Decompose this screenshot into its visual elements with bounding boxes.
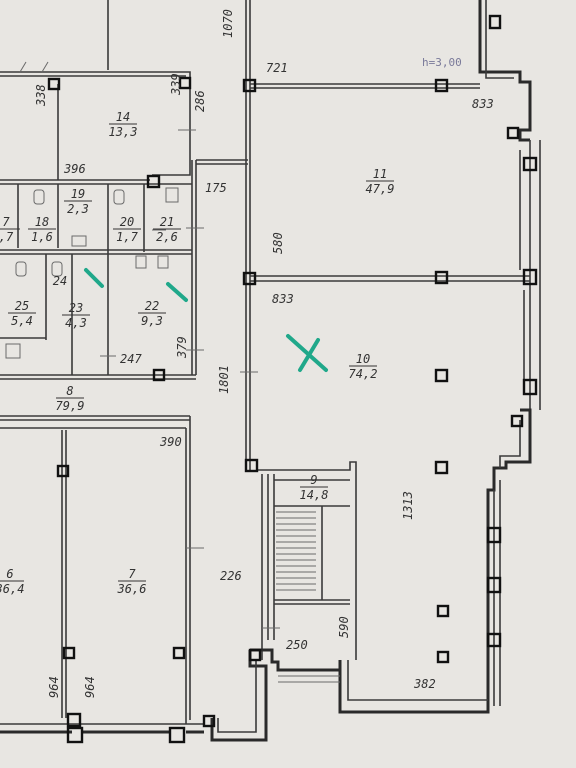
room-19-label: 192,3: [64, 187, 92, 216]
room-18-label: 181,6: [28, 215, 56, 244]
walls: [0, 0, 541, 742]
dim-580: 580: [271, 232, 285, 254]
room-20-label: 201,7: [113, 215, 141, 244]
dim-964-b: 964: [83, 676, 97, 698]
room-21-area: 2,6: [156, 230, 178, 244]
room-18-area: 1,6: [31, 230, 53, 244]
room-25-number: 25: [15, 299, 29, 313]
dim-833-mid: 833: [272, 292, 294, 306]
room-24-label: 24: [53, 274, 67, 288]
room-14-area: 13,3: [109, 125, 138, 139]
room-7-area: 36,6: [117, 582, 147, 596]
dim-286: 286: [193, 90, 207, 112]
room-6-number: 6: [6, 567, 13, 581]
room-23-area: 4,3: [65, 316, 87, 330]
room-7a-number: 7: [2, 215, 10, 229]
room-22-number: 22: [145, 299, 159, 313]
dim-833-top: 833: [472, 97, 494, 111]
room-10-number: 10: [356, 352, 370, 366]
room-labels: 1413,31147,9192,3181,6201,7212,67,724255…: [0, 110, 394, 596]
room-10-area: 74,2: [349, 367, 378, 381]
room-6-area: 36,4: [0, 582, 24, 596]
room-21-number: 21: [160, 215, 174, 229]
dim-1801: 1801: [217, 365, 231, 394]
room-7-number: 7: [128, 567, 136, 581]
room-18-number: 18: [35, 215, 49, 229]
room-7a-label: 7,7: [0, 215, 20, 244]
room-22-label: 229,3: [138, 299, 166, 328]
dim-382: 382: [413, 677, 436, 691]
dim-247: 247: [120, 352, 142, 366]
room-19-area: 2,3: [67, 202, 89, 216]
room-11-area: 47,9: [366, 182, 395, 196]
room-23-label: 234,3: [62, 301, 90, 330]
room-20-area: 1,7: [116, 230, 138, 244]
room-19-number: 19: [71, 187, 85, 201]
dim-1313: 1313: [401, 491, 415, 520]
dim-390: 390: [159, 435, 182, 449]
dim-338: 338: [34, 84, 48, 107]
room-7-label: 736,6: [117, 567, 147, 596]
dim-590: 590: [337, 616, 351, 638]
ceiling-height-note: h=3,00: [422, 56, 462, 69]
dim-339: 339: [169, 73, 183, 96]
dim-379: 379: [175, 336, 189, 359]
dimension-labels: 7218333961758332473902262503821070338339…: [34, 9, 494, 698]
room-6-label: 636,4: [0, 567, 24, 596]
dim-175: 175: [205, 181, 227, 195]
room-8-number: 8: [66, 384, 73, 398]
room-25-area: 5,4: [11, 314, 33, 328]
room-22-area: 9,3: [141, 314, 163, 328]
room-24-number: 24: [53, 274, 67, 288]
stamp-marks: [84, 268, 328, 372]
room-8-label: 879,9: [56, 384, 85, 413]
room-14-number: 14: [116, 110, 130, 124]
dim-396: 396: [63, 162, 86, 176]
dim-721: 721: [266, 61, 288, 75]
room-7a-area: ,7: [0, 230, 14, 244]
room-8-area: 79,9: [56, 399, 85, 413]
room-9-label: 914,8: [300, 473, 329, 502]
room-9-area: 14,8: [300, 488, 329, 502]
room-25-label: 255,4: [8, 299, 36, 328]
dim-226: 226: [220, 569, 242, 583]
dim-964-a: 964: [47, 676, 61, 698]
dim-1070: 1070: [221, 9, 235, 38]
dim-250: 250: [286, 638, 308, 652]
room-21-label: 212,6: [153, 215, 181, 244]
room-20-number: 20: [120, 215, 134, 229]
columns: [47, 14, 538, 744]
room-9-number: 9: [310, 473, 317, 487]
room-23-number: 23: [69, 301, 83, 315]
room-11-number: 11: [373, 167, 387, 181]
